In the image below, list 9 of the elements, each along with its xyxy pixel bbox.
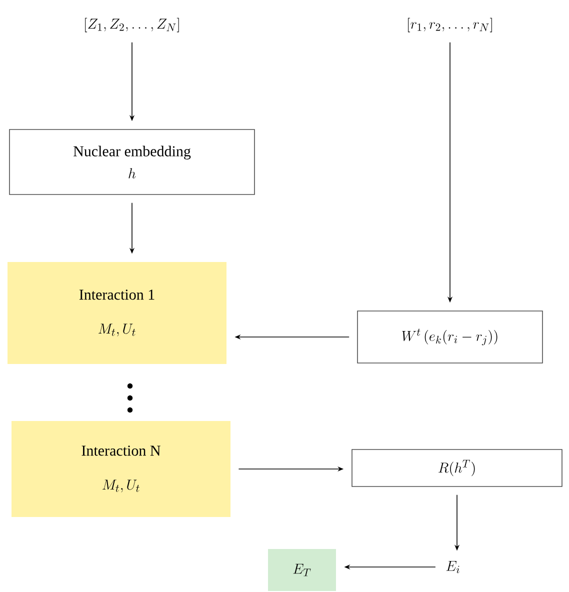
process-box: $W^t\left(e_k(r_i - r_j)\right)$ [357,310,543,364]
formula-label: $[Z_1, Z_2, \ldots, Z_N]$ [85,18,179,32]
formula-label: $[r_1, r_2, \ldots, r_N]$ [408,18,492,32]
process-box: $R(h^T)$ [352,449,562,487]
output-box: $E_T$ [268,549,336,591]
formula-label: $E_i$ [446,561,460,574]
process-box: Nuclear embedding $h$ [9,129,255,195]
interaction-block: Interaction N $M_t, U_t$ [12,421,230,517]
interaction-block: Interaction 1 $M_t, U_t$ [8,262,226,364]
